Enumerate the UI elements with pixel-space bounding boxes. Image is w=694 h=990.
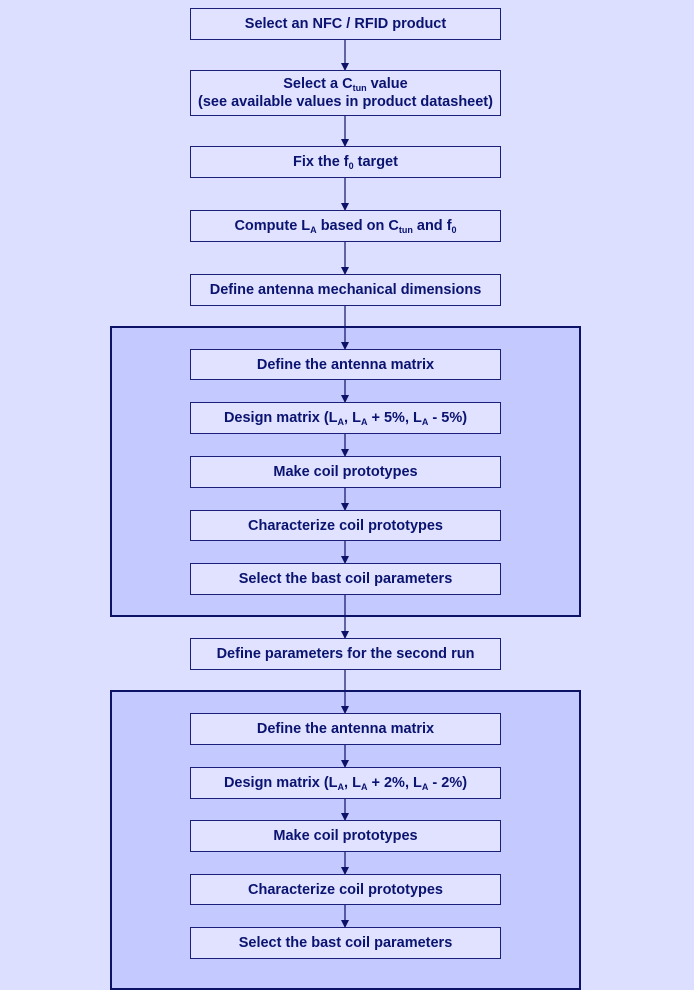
- step-design-matrix-1: Design matrix (LA, LA + 5%, LA - 5%): [190, 402, 501, 434]
- step-characterize-2: Characterize coil prototypes: [190, 874, 501, 905]
- step-define-dimensions: Define antenna mechanical dimensions: [190, 274, 501, 306]
- step-select-ctun-line2: (see available values in product datashe…: [198, 94, 493, 110]
- step-design-matrix-2: Design matrix (LA, LA + 2%, LA - 2%): [190, 767, 501, 799]
- step-characterize-1: Characterize coil prototypes: [190, 510, 501, 541]
- step-select-product: Select an NFC / RFID product: [190, 8, 501, 40]
- step-make-prototypes-1: Make coil prototypes: [190, 456, 501, 488]
- step-define-matrix-1: Define the antenna matrix: [190, 349, 501, 380]
- step-fix-f0: Fix the f0 target: [190, 146, 501, 178]
- step-compute-la: Compute LA based on Ctun and f0: [190, 210, 501, 242]
- step-define-matrix-2: Define the antenna matrix: [190, 713, 501, 745]
- step-select-ctun-line1: Select a Ctun value: [283, 76, 408, 93]
- step-select-best-1: Select the bast coil parameters: [190, 563, 501, 595]
- step-make-prototypes-2: Make coil prototypes: [190, 820, 501, 852]
- step-define-second-run: Define parameters for the second run: [190, 638, 501, 670]
- step-select-ctun: Select a Ctun value (see available value…: [190, 70, 501, 116]
- step-select-best-2: Select the bast coil parameters: [190, 927, 501, 959]
